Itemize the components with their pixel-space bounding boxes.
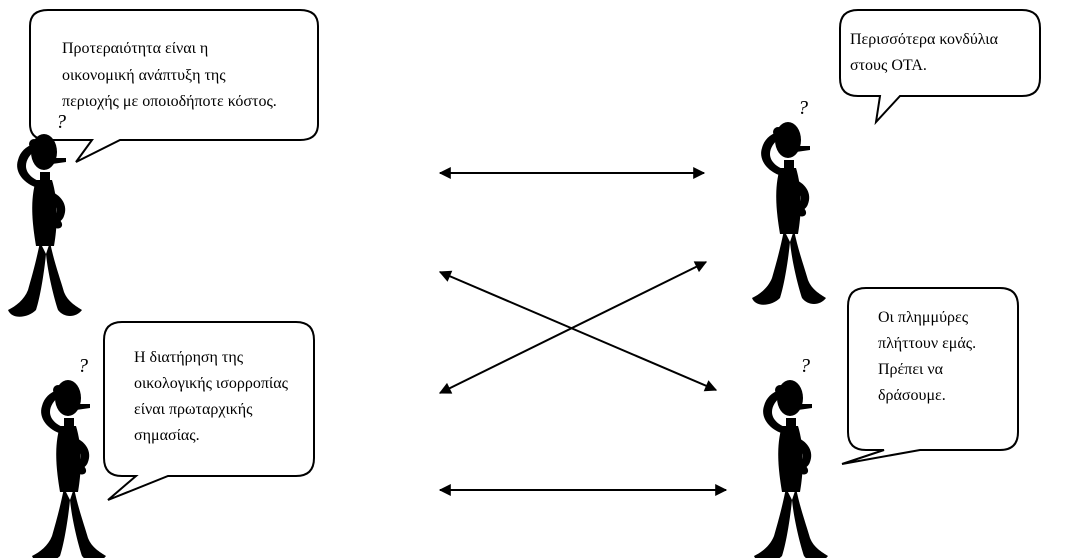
speech-bubble-bottom-right: Οι πλημμύρες πλήττουν εμάς. Πρέπει να δρ… [841,287,1019,465]
bubble-text-line: Περισσότερα κονδύλια [850,31,999,48]
bubble-text-line: πλήττουν εμάς. [878,335,976,352]
double-arrow-diagonal-up [438,261,708,394]
question-mark: ? [56,111,66,133]
bubble-text-line: Προτεραιότητα είναι η [62,40,208,57]
thinking-figure-icon: ? [8,111,82,317]
question-mark: ? [800,355,810,377]
bubble-text-line: οικονομική ανάπτυξη της [62,67,226,84]
bubble-text-line: Οι πλημμύρες [878,309,969,326]
bubble-text-line: περιοχής με οποιοδήποτε κόστος. [62,93,277,110]
bubble-text-line: σημασίας. [134,427,200,444]
question-mark: ? [798,97,808,119]
bubble-text-line: Η διατήρηση της [134,349,244,366]
speech-bubble-bottom-left: Η διατήρηση της οικολογικής ισορροπίας ε… [103,321,315,501]
speech-bubble-top-right: Περισσότερα κονδύλια στους ΟΤΑ. [839,9,1041,126]
bubble-text-line: δράσουμε. [878,387,946,404]
bubble-text-line: στους ΟΤΑ. [850,57,927,74]
bubble-text-line: Πρέπει να [878,361,944,378]
speech-bubble-top-left: Προτεραιότητα είναι η οικονομική ανάπτυξ… [29,9,319,163]
bubble-text-line: είναι πρωταρχικής [134,401,253,418]
question-mark: ? [78,355,88,377]
thinking-figure-icon: ? [752,97,826,305]
thinking-figure-icon: ? [32,355,106,558]
bubble-text-line: οικολογικής ισορροπίας [134,375,289,392]
thinking-figure-icon: ? [754,355,828,558]
